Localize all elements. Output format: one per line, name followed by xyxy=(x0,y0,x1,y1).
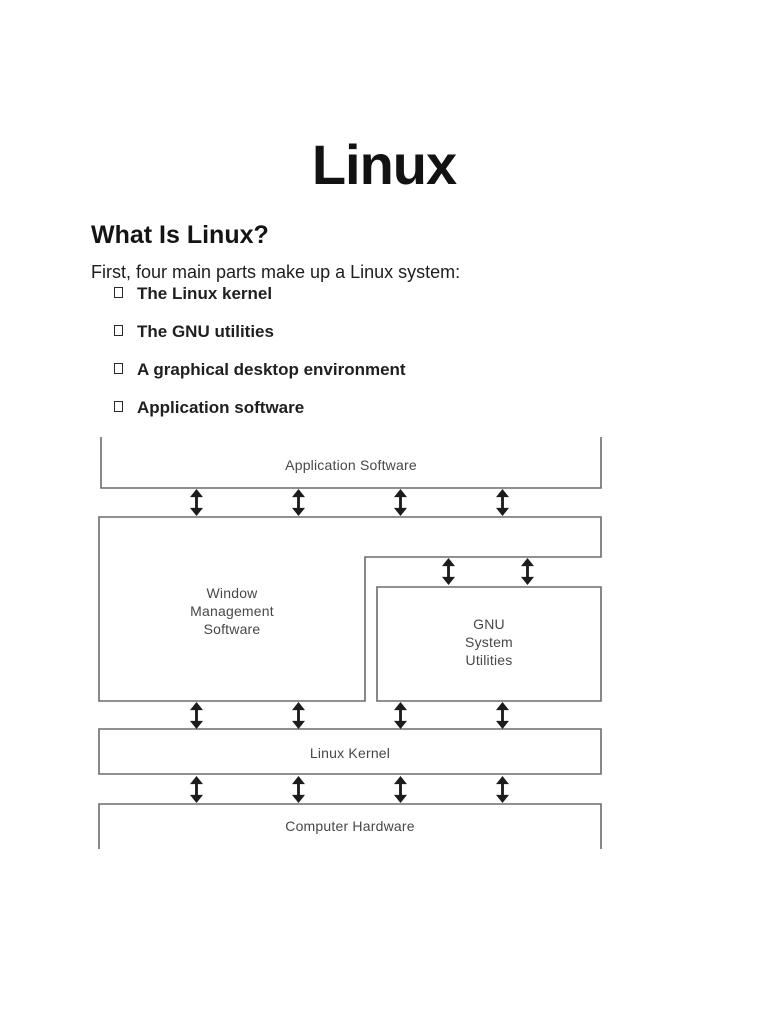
diagram-label-gnu-system-utilities: GNU System Utilities xyxy=(465,616,513,668)
bullet-list: The Linux kernel The GNU utilities A gra… xyxy=(114,284,406,438)
intro-text: First, four main parts make up a Linux s… xyxy=(91,262,461,282)
double-arrow-icon xyxy=(292,776,305,803)
double-arrow-icon xyxy=(190,489,203,516)
diagram-label-window-management-software: Window Management Software xyxy=(190,585,274,637)
double-arrow-icon xyxy=(394,702,407,729)
double-arrow-icon xyxy=(190,776,203,803)
list-item: A graphical desktop environment xyxy=(114,360,406,379)
double-arrow-icon xyxy=(496,702,509,729)
list-item: The GNU utilities xyxy=(114,322,406,341)
square-bullet-icon xyxy=(114,401,123,412)
page-title: Linux xyxy=(311,132,457,196)
square-bullet-icon xyxy=(114,287,123,298)
double-arrow-icon xyxy=(496,489,509,516)
diagram-label-linux-kernel: Linux Kernel xyxy=(309,745,391,761)
double-arrow-icon xyxy=(190,702,203,729)
double-arrow-icon xyxy=(521,558,534,585)
list-item: The Linux kernel xyxy=(114,284,406,303)
diagram-label-computer-hardware: Computer Hardware xyxy=(285,818,415,834)
double-arrow-icon xyxy=(394,489,407,516)
list-item: Application software xyxy=(114,398,406,417)
diagram-label-application-software: Application Software xyxy=(285,457,417,473)
square-bullet-icon xyxy=(114,363,123,374)
bullet-label: A graphical desktop environment xyxy=(137,360,406,379)
bullet-label: Application software xyxy=(137,398,305,417)
square-bullet-icon xyxy=(114,325,123,336)
bullet-label: The Linux kernel xyxy=(137,284,273,303)
double-arrow-icon xyxy=(496,776,509,803)
double-arrow-icon xyxy=(442,558,455,585)
double-arrow-icon xyxy=(292,702,305,729)
double-arrow-icon xyxy=(292,489,305,516)
bullet-label: The GNU utilities xyxy=(137,322,274,341)
section-heading: What Is Linux? xyxy=(91,220,269,249)
double-arrow-icon xyxy=(394,776,407,803)
